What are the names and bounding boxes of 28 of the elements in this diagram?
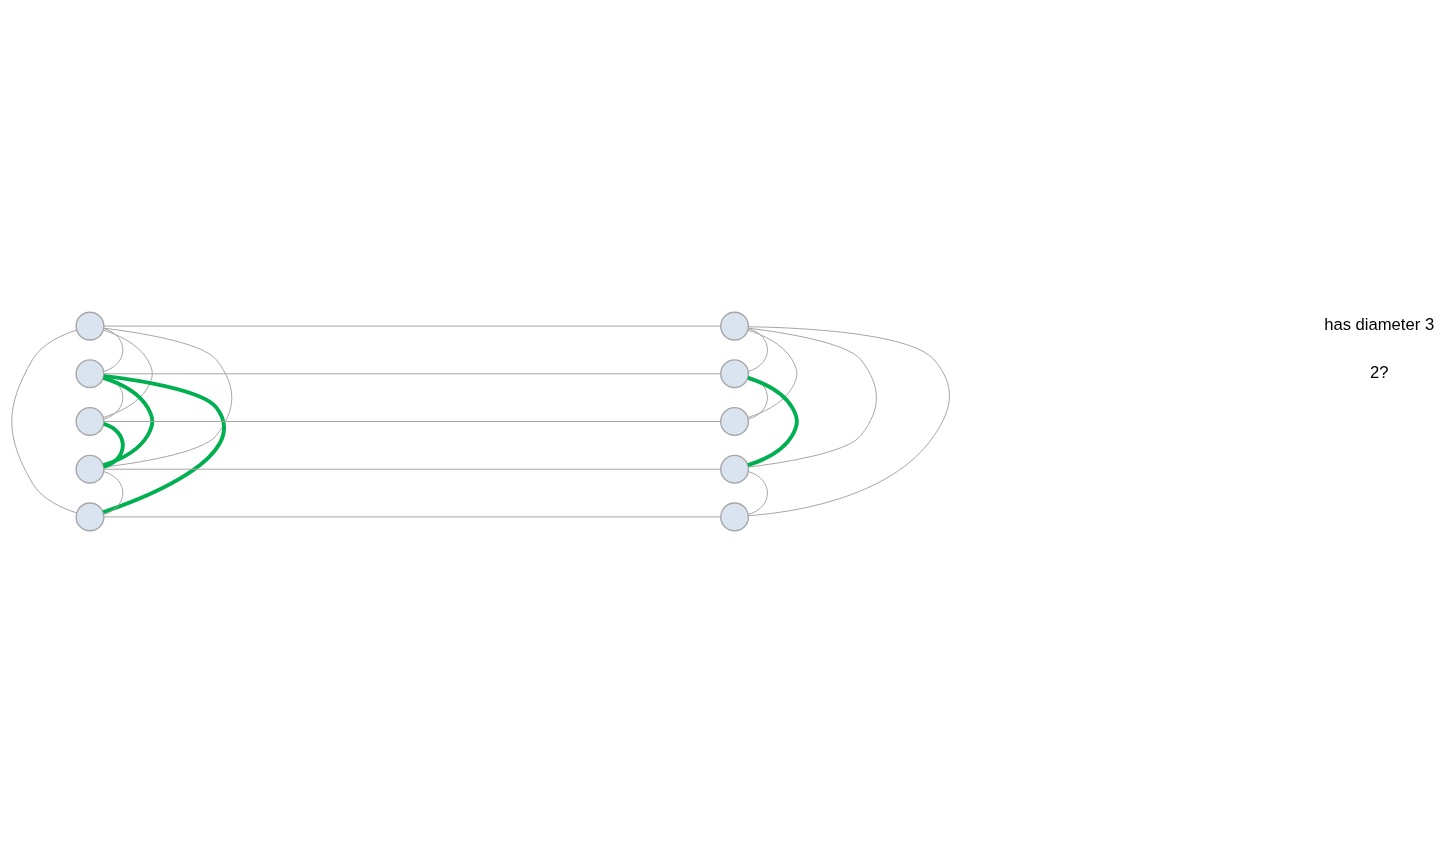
- connector: [747, 327, 877, 468]
- connector: [746, 375, 799, 468]
- node-circle: [74, 359, 105, 389]
- node-circle: [719, 502, 749, 532]
- node-circle: [74, 311, 105, 341]
- connector: [747, 375, 768, 420]
- node-circle: [719, 406, 749, 437]
- connector: [747, 327, 768, 372]
- connector: [103, 516, 721, 518]
- connector: [746, 329, 797, 418]
- label: 2?: [1369, 362, 1388, 382]
- node-circle: [719, 359, 749, 389]
- connector: [103, 325, 721, 327]
- connector: [103, 468, 721, 470]
- connector: [103, 421, 721, 422]
- connector: [102, 471, 123, 516]
- connector: [10, 329, 77, 514]
- node-circle: [719, 311, 749, 341]
- connector: [103, 373, 721, 375]
- connector: [102, 422, 125, 469]
- label: has diameter 3: [1323, 315, 1434, 335]
- node-circle: [74, 454, 105, 484]
- node-circle: [74, 406, 105, 437]
- node-circle: [74, 502, 105, 532]
- connector: [747, 471, 768, 516]
- node-circle: [719, 454, 749, 484]
- connector: [747, 326, 950, 517]
- connector: [102, 327, 123, 372]
